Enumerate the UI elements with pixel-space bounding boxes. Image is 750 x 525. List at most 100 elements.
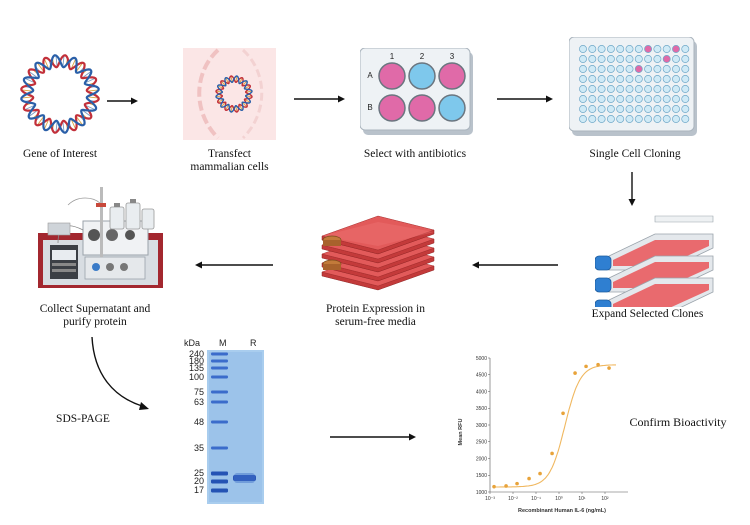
dna-rung [238,77,243,84]
arrow-gene-to-transfect [107,97,138,105]
dna-rung [75,115,84,126]
dna-rung [235,105,238,113]
gel-unit-label: kDa [184,338,200,348]
well-empty [616,85,625,93]
well-pink [662,55,671,63]
well-empty [579,65,587,73]
dna-rung [245,90,253,93]
arrow-single-to-expand [628,172,636,206]
dna-rung [81,109,92,118]
gel-lane-r-label: R [250,338,257,348]
dna-rung [215,95,223,98]
well-empty [634,115,643,123]
chart-y-tick-label: 2000 [476,456,487,462]
well-empty [579,85,587,93]
plate-col-3: 3 [450,52,455,61]
gel-marker-band [211,420,228,424]
well-empty [606,45,615,53]
dna-rung [55,55,58,67]
dna-strand-red [20,54,100,134]
gel-marker-band [211,400,228,404]
transfected-cell-icon [183,48,276,140]
chromatography-system [38,187,163,288]
flask-cap-icon [595,299,612,307]
well-empty [672,75,680,83]
well-pink [644,45,653,53]
dna-strand-blue [20,54,100,134]
arrow-collect-to-sds [91,336,149,410]
gel-marker-label: 35 [194,443,204,453]
dna-rung [217,85,224,90]
gel-marker-band [211,446,228,450]
dna-rung [220,80,226,86]
well-empty [634,45,643,53]
well-empty [625,55,634,63]
well-empty [662,95,671,103]
gel-marker-label: 25 [194,468,204,478]
gel-marker-band [211,390,228,394]
gel-marker-label: 75 [194,387,204,397]
well-empty [672,115,680,123]
gel-marker-label: 180 [189,356,204,366]
dna-rung [24,104,36,111]
dna-rung [242,102,248,108]
flask-media [613,284,709,307]
well-empty [681,85,690,93]
chart-y-tick-label: 1000 [476,490,487,496]
label-select-antibiotics: Select with antibiotics [363,148,467,160]
well-empty [616,105,625,113]
cell-factory-stack [321,215,435,291]
well-empty [634,105,643,113]
well-empty [653,95,662,103]
dna-rung [225,104,230,111]
well-empty [588,65,597,73]
factory-cap-side [323,264,341,270]
well-empty [681,75,690,83]
ninety-six-well-plate [569,37,697,136]
chart-point [573,371,577,375]
well-empty [662,75,671,83]
well-empty [606,115,615,123]
gel-marker-band [211,359,228,363]
dna-rung [62,121,65,133]
well-empty [597,105,606,113]
plate-col-2: 2 [420,52,425,61]
well-empty [606,65,615,73]
gel-lane-m-label: M [219,338,227,348]
factory-layer-top [321,215,435,251]
well-empty [616,45,625,53]
chart-point [607,366,611,370]
well-empty [588,75,597,83]
well-empty [672,95,680,103]
well-empty [662,45,671,53]
well-empty [616,55,625,63]
well-empty [634,85,643,93]
dna-rung [242,80,248,86]
well-b3 [438,94,466,122]
chart-y-tick-label: 4000 [476,389,487,395]
dna-rung [225,77,230,84]
arrow-transfect-to-select [294,95,345,103]
dna-rung [24,77,36,84]
dna-rung [43,118,50,130]
well-empty [662,105,671,113]
well-empty [681,65,690,73]
well-empty [606,85,615,93]
chart-x-tick-label: 10⁻¹ [531,496,541,502]
well-b1 [378,94,406,122]
label-sds-page: SDS-PAGE [56,413,110,425]
dna-rung [87,96,99,99]
well-empty [653,115,662,123]
dna-rung [28,109,39,118]
well-empty [653,75,662,83]
well-empty [672,55,680,63]
arrow-select-to-single [497,95,553,103]
chart-x-tick-label: 10⁻³ [485,496,495,502]
well-empty [588,115,597,123]
well-empty [644,115,653,123]
gel-marker-band [211,471,228,476]
well-empty [662,65,671,73]
well-empty [644,105,653,113]
well-empty [579,115,587,123]
well-empty [625,65,634,73]
